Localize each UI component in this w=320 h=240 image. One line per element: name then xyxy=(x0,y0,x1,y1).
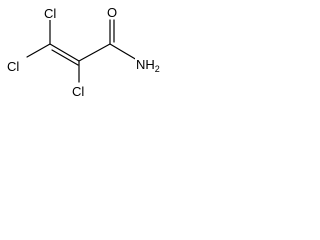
structure-canvas: Cl Cl Cl O NH2 xyxy=(0,0,176,118)
hydrogen-count-subscript: 2 xyxy=(154,64,160,74)
hydrogen-atom: H xyxy=(145,57,155,72)
bond-c2-c1 xyxy=(78,43,111,62)
amine-group-label: NH2 xyxy=(135,57,161,74)
nitrogen-atom: N xyxy=(136,57,146,72)
bond-c1-n xyxy=(109,43,138,61)
bond-c3-cl-left xyxy=(26,43,51,58)
bond-layer xyxy=(26,19,138,83)
bond-c3-c2-double-inner xyxy=(51,49,79,66)
chlorine-atom-top: Cl xyxy=(43,6,58,21)
chlorine-atom-bottom: Cl xyxy=(71,84,86,99)
oxygen-atom: O xyxy=(106,5,119,20)
chlorine-atom-left: Cl xyxy=(6,59,21,74)
bond-c3-c2-double-outer xyxy=(49,43,80,62)
